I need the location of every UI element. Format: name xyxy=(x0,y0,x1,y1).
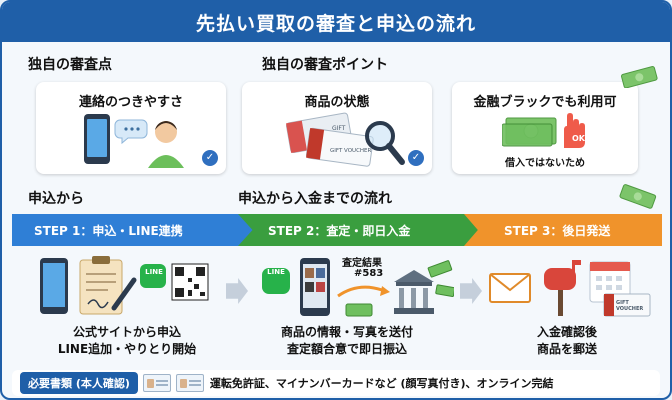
voucher-text: GIFT VOUCHER xyxy=(616,300,644,312)
banknote-icon xyxy=(619,184,657,209)
review-card-title: 金融ブラックでも利用可 xyxy=(473,95,617,110)
caption-line: 商品を郵送 xyxy=(536,342,597,356)
flow-label-right: 申込から入金までの流れ xyxy=(238,191,392,207)
gift-text: GIFT xyxy=(332,125,346,132)
phone-person-icon xyxy=(84,114,184,168)
flow-label-left: 申込から xyxy=(28,191,84,207)
review-card-contact: 連絡のつきやすさ ✓ xyxy=(36,82,226,174)
step-1-label: STEP 1：申込・LINE連携 xyxy=(34,223,183,238)
review-card-blacklist-ok: 金融ブラックでも利用可 OK 借入ではないため xyxy=(452,82,638,174)
step-1-caption: 公式サイトから申込 LINE追加・やりとり開始 xyxy=(22,324,232,358)
page-title: 先払い買取の審査と申込の流れ xyxy=(195,12,476,35)
review-card-title: 商品の状態 xyxy=(304,95,370,110)
banknote-icon xyxy=(621,66,658,88)
id-card-icon xyxy=(142,374,171,392)
check-icon: ✓ xyxy=(202,150,218,166)
caption-line: 入金確認後 xyxy=(536,325,597,339)
id-card-icon xyxy=(175,374,204,392)
line-badge-text: LINE xyxy=(145,268,163,276)
result-number: #583 xyxy=(354,268,384,279)
next-arrow-icon xyxy=(460,278,482,304)
step-2-banner: STEP 2：査定・即日入金 xyxy=(238,214,480,246)
caption-line: 商品の情報・写真を送付 xyxy=(280,325,413,339)
required-documents-text: 運転免許証、マイナンバーカードなど (顔写真付き)、オンライン完結 xyxy=(209,377,554,390)
result-label: 査定結果 xyxy=(342,258,382,269)
step-2-illustration xyxy=(262,258,454,317)
review-label-right: 独自の審査ポイント xyxy=(262,57,388,73)
review-label-left: 独自の審査点 xyxy=(28,57,112,73)
line-badge-text: LINE xyxy=(267,268,285,276)
gift-voucher-magnifier-icon: GIFT GIFT VOUCHER xyxy=(286,112,405,167)
card-note: 借入ではないため xyxy=(505,158,585,169)
step-2-caption: 商品の情報・写真を送付 査定額合意で即日振込 xyxy=(242,324,452,358)
step-3-caption: 入金確認後 商品を郵送 xyxy=(482,324,652,358)
money-ok-icon: OK xyxy=(502,113,586,148)
next-arrow-icon xyxy=(226,278,248,304)
caption-line: LINE追加・やりとり開始 xyxy=(57,342,197,356)
review-card-condition: 商品の状態 GIFT GIFT VOUCHER ✓ xyxy=(242,82,432,174)
step-3-banner: STEP 3：後日発送 xyxy=(464,214,662,246)
check-icon: ✓ xyxy=(408,150,424,166)
step-1-banner: STEP 1：申込・LINE連携 xyxy=(12,214,254,246)
caption-line: 査定額合意で即日振込 xyxy=(286,342,407,356)
step-3-label: STEP 3：後日発送 xyxy=(504,223,611,238)
step-3-illustration xyxy=(489,260,651,317)
voucher-text: GIFT VOUCHER xyxy=(330,148,372,154)
required-documents-badge: 必要書類 (本人確認) xyxy=(20,372,138,394)
required-documents-bar: 必要書類 (本人確認) 運転免許証、マイナンバーカードなど (顔写真付き)、オン… xyxy=(12,370,660,396)
caption-line: 公式サイトから申込 xyxy=(72,325,181,339)
step-1-illustration xyxy=(40,256,209,315)
ok-text: OK xyxy=(572,134,586,143)
review-card-title: 連絡のつきやすさ xyxy=(78,95,183,110)
header-bar: 先払い買取の審査と申込の流れ xyxy=(2,2,670,42)
step-2-label: STEP 2：査定・即日入金 xyxy=(268,223,411,238)
